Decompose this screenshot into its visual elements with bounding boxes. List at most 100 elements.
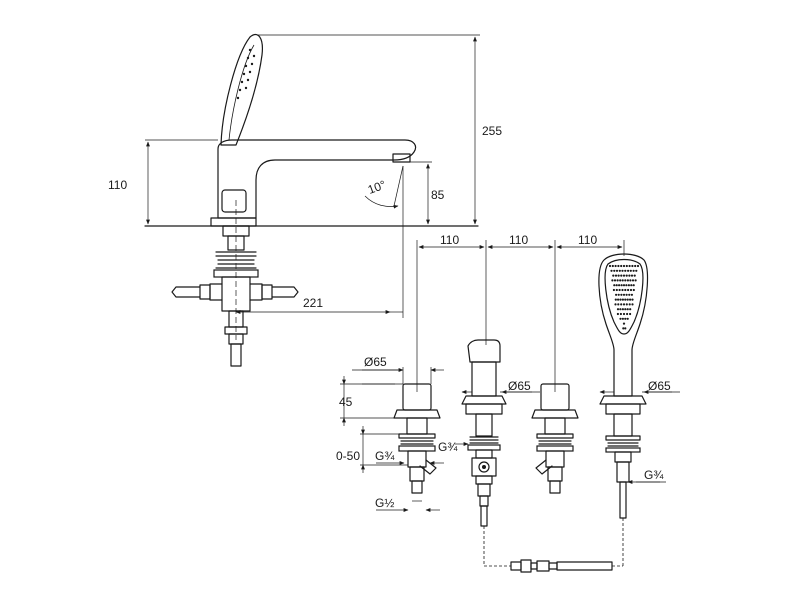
nozzle-dot <box>622 274 626 277</box>
nozzle-dot <box>634 264 637 268</box>
nozzle-dot <box>635 269 638 272</box>
nozzle-dot <box>630 293 634 296</box>
nozzle-dot <box>621 288 624 292</box>
dim-spacing-2: 110 <box>509 233 528 247</box>
spacing-dimensions: 110 110 110 <box>416 233 625 392</box>
nozzle-dot <box>625 303 628 306</box>
nozzle-dot <box>626 279 630 282</box>
nozzle-dot <box>611 264 614 268</box>
nozzle-dot <box>620 303 623 306</box>
nozzle-dot <box>620 274 623 277</box>
hand-shower-front: Ø65 G¾ <box>598 253 680 567</box>
nozzle-dot <box>608 264 612 268</box>
nozzle-dot <box>611 279 614 282</box>
nozzle-dot <box>617 293 620 296</box>
shower-nozzles <box>608 264 640 330</box>
nozzle-dot <box>617 274 620 277</box>
nozzle-dot <box>619 312 623 316</box>
dim-thread-shower: G¾ <box>644 468 664 482</box>
nozzle-dot <box>636 264 640 268</box>
dim-deck-thickness: 0-50 <box>336 449 360 463</box>
nozzle-dot <box>613 284 616 287</box>
dim-diameter-valve: Ø65 <box>364 355 387 369</box>
nozzle-dot <box>615 284 618 287</box>
nozzle-dot <box>632 269 635 272</box>
dim-diameter-shower: Ø65 <box>648 379 671 393</box>
dim-spout-height: 110 <box>108 178 127 192</box>
nozzle-dot <box>617 303 620 306</box>
nozzle-dot <box>628 264 631 268</box>
nozzle-dot <box>630 284 633 287</box>
dim-diameter-spout: Ø65 <box>508 379 531 393</box>
dim-thread-valve: G¾ <box>375 449 395 463</box>
dim-thread-outlet: G½ <box>375 496 394 510</box>
nozzle-dot <box>615 293 618 296</box>
nozzle-dot <box>624 298 627 301</box>
valve-left-front: Ø65 45 0-50 G¾ G½ <box>336 355 444 512</box>
nozzle-dot <box>616 279 619 282</box>
nozzle-dot <box>634 279 637 282</box>
dim-spacing-1: 110 <box>440 233 459 247</box>
nozzle-dot <box>614 303 617 306</box>
nozzle-dot <box>629 279 632 282</box>
nozzle-dot <box>622 284 626 287</box>
nozzle-dot <box>621 317 625 320</box>
spout-front: Ø65 G¾ <box>438 339 540 567</box>
nozzle-dot <box>618 269 621 272</box>
valve-right-front <box>531 383 579 494</box>
dim-spout-reach: 221 <box>303 296 323 310</box>
nozzle-dot <box>621 269 624 272</box>
nozzle-dot <box>632 288 635 292</box>
nozzle-dot <box>629 288 633 292</box>
dim-valve-height: 45 <box>339 395 353 409</box>
nozzle-dot <box>619 298 622 301</box>
nozzle-dot <box>624 288 627 292</box>
nozzle-dot <box>629 298 632 301</box>
nozzle-dot <box>631 303 634 306</box>
nozzle-dot <box>614 274 618 277</box>
nozzle-dot <box>625 284 628 287</box>
dim-total-height: 255 <box>482 124 502 138</box>
nozzle-dot <box>620 293 623 296</box>
nozzle-dot <box>626 308 629 311</box>
nozzle-dot <box>621 298 625 301</box>
nozzle-dot <box>615 288 618 292</box>
nozzle-dot <box>617 264 620 268</box>
nozzle-dot <box>621 279 624 282</box>
nozzle-dot <box>629 308 632 311</box>
nozzle-dot <box>613 279 617 282</box>
nozzle-dot <box>619 317 622 320</box>
nozzle-dot <box>616 312 620 316</box>
nozzle-dot <box>618 284 621 287</box>
nozzle-dot <box>621 308 625 311</box>
nozzle-dot <box>622 303 626 306</box>
nozzle-dot <box>619 308 622 311</box>
dim-spout-clearance: 85 <box>431 188 445 202</box>
dim-thread-spout: G¾ <box>438 440 458 454</box>
nozzle-dot <box>631 279 635 282</box>
nozzle-dot <box>622 327 625 330</box>
nozzle-dot <box>622 312 626 316</box>
nozzle-dot <box>625 293 628 296</box>
nozzle-dot <box>626 317 629 320</box>
nozzle-dot <box>633 274 636 277</box>
hand-shower-side <box>220 33 263 146</box>
nozzle-dot <box>632 284 635 287</box>
nozzle-dot <box>614 264 617 268</box>
nozzle-dot <box>629 312 632 316</box>
nozzle-dot <box>612 288 616 292</box>
nozzle-dot <box>610 269 613 272</box>
nozzle-dot <box>617 298 620 301</box>
nozzle-dot <box>627 269 630 272</box>
nozzle-dot <box>612 274 615 277</box>
dim-spout-angle: 10° <box>366 178 388 197</box>
nozzle-dot <box>619 279 622 282</box>
nozzle-dot <box>622 264 626 268</box>
nozzle-dot <box>624 269 627 272</box>
nozzle-dot <box>629 269 632 272</box>
nozzle-dot <box>616 308 620 311</box>
nozzle-dot <box>624 279 627 282</box>
nozzle-dot <box>615 269 619 272</box>
side-view: 221 110 255 85 10° <box>108 33 502 367</box>
